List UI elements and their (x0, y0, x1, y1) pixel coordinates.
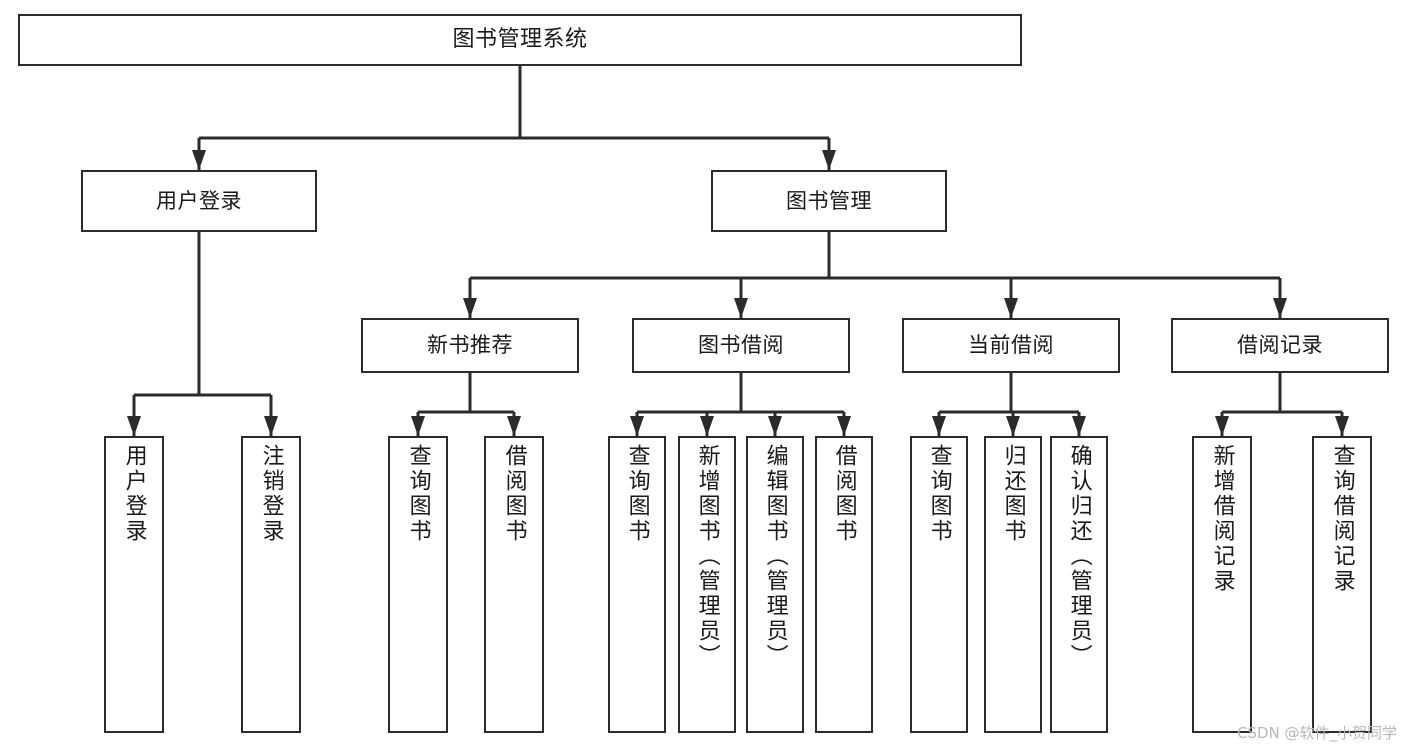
node-l-confirm[interactable]: 确认归还（管理员） (1050, 436, 1108, 733)
node-l-querybook1[interactable]: 查询图书 (388, 436, 448, 733)
node-label: 查询图书 (405, 444, 431, 544)
arrowhead-icon (127, 416, 141, 436)
node-label: 编辑图书（管理员） (762, 444, 788, 669)
node-records[interactable]: 借阅记录 (1171, 318, 1389, 373)
arrowhead-icon (1335, 416, 1349, 436)
arrowhead-icon (507, 416, 521, 436)
node-login[interactable]: 用户登录 (81, 170, 317, 232)
node-label: 查询图书 (926, 444, 952, 544)
node-l-borrowbook1[interactable]: 借阅图书 (484, 436, 544, 733)
node-label: 图书管理 (786, 188, 872, 213)
arrowhead-icon (1004, 298, 1018, 318)
node-l-logout[interactable]: 注销登录 (241, 436, 301, 733)
node-label: 确认归还（管理员） (1066, 444, 1092, 669)
node-label: 借阅图书 (501, 444, 527, 544)
node-root[interactable]: 图书管理系统 (18, 14, 1022, 66)
arrowhead-icon (734, 298, 748, 318)
node-label: 用户登录 (156, 188, 242, 213)
node-bookmgmt[interactable]: 图书管理 (711, 170, 947, 232)
arrowhead-icon (1273, 298, 1287, 318)
node-label: 新增图书（管理员） (694, 444, 720, 669)
node-label: 用户登录 (121, 444, 147, 544)
arrowhead-icon (932, 416, 946, 436)
node-newbook[interactable]: 新书推荐 (361, 318, 579, 373)
node-l-querybook3[interactable]: 查询图书 (910, 436, 968, 733)
node-l-userlogin[interactable]: 用户登录 (104, 436, 164, 733)
node-borrow[interactable]: 图书借阅 (632, 318, 850, 373)
arrowhead-icon (822, 150, 836, 170)
node-l-returnbook[interactable]: 归还图书 (984, 436, 1042, 733)
node-l-queryrecord[interactable]: 查询借阅记录 (1312, 436, 1372, 733)
arrowhead-icon (463, 298, 477, 318)
watermark: CSDN @软件_小贺同学 (1236, 724, 1397, 742)
arrowhead-icon (411, 416, 425, 436)
node-label: 查询图书 (624, 444, 650, 544)
node-l-editbook[interactable]: 编辑图书（管理员） (746, 436, 804, 733)
node-l-querybook2[interactable]: 查询图书 (608, 436, 666, 733)
node-label: 图书借阅 (698, 333, 784, 358)
arrowhead-icon (700, 416, 714, 436)
node-l-borrowbook2[interactable]: 借阅图书 (815, 436, 873, 733)
node-label: 注销登录 (258, 444, 284, 544)
arrowhead-icon (1215, 416, 1229, 436)
node-l-addrecord[interactable]: 新增借阅记录 (1192, 436, 1252, 733)
node-label: 借阅记录 (1237, 333, 1323, 358)
arrowhead-icon (192, 150, 206, 170)
arrowhead-icon (1072, 416, 1086, 436)
node-label: 借阅图书 (831, 444, 857, 544)
arrowhead-icon (1006, 416, 1020, 436)
node-label: 查询借阅记录 (1329, 444, 1355, 594)
arrowhead-icon (768, 416, 782, 436)
node-label: 新增借阅记录 (1209, 444, 1235, 594)
node-label: 图书管理系统 (452, 27, 588, 53)
node-label: 当前借阅 (968, 333, 1054, 358)
arrowhead-icon (837, 416, 851, 436)
arrowhead-icon (630, 416, 644, 436)
arrowhead-icon (264, 416, 278, 436)
node-label: 归还图书 (1000, 444, 1026, 544)
node-l-addbook[interactable]: 新增图书（管理员） (678, 436, 736, 733)
node-label: 新书推荐 (427, 333, 513, 358)
node-current[interactable]: 当前借阅 (902, 318, 1120, 373)
